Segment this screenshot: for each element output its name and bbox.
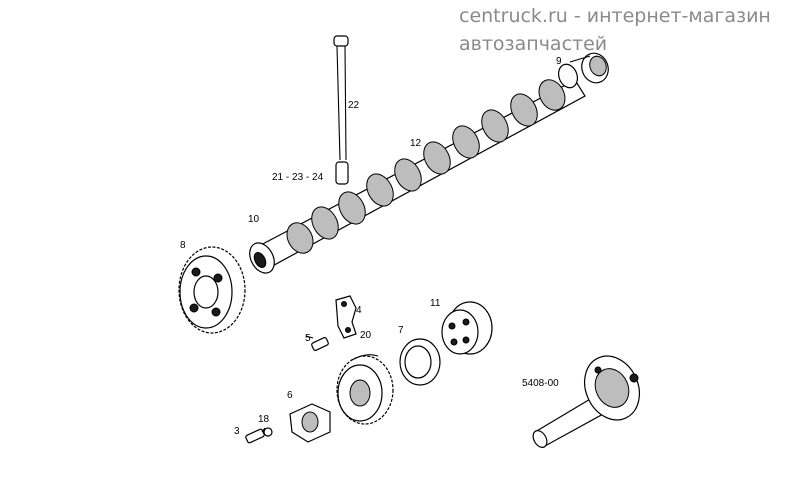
bracket — [335, 295, 357, 339]
label-3: 3 — [234, 426, 240, 437]
leader-lines — [261, 55, 591, 433]
plate-6 — [289, 403, 331, 443]
watermark-line-2: автозапчастей — [459, 33, 608, 55]
label-7: 7 — [398, 325, 404, 336]
label-20: 20 — [360, 330, 372, 341]
hub-11 — [441, 301, 493, 355]
end-plug — [581, 52, 609, 84]
seal-ring — [557, 63, 579, 89]
ring-7 — [399, 338, 441, 386]
camshaft — [249, 79, 586, 274]
camshaft-gear — [178, 246, 246, 334]
label-5: 5 — [305, 333, 311, 344]
label-4: 4 — [356, 305, 362, 316]
label-11: 11 — [430, 298, 441, 309]
bolt-5 — [311, 337, 329, 351]
label-21-23-24: 21 - 23 - 24 — [272, 172, 324, 183]
label-5408-00: 5408-00 — [522, 378, 559, 389]
label-8: 8 — [180, 240, 186, 251]
label-18: 18 — [258, 414, 270, 425]
watermark-line-1: centruck.ru - интернет-магазин — [459, 5, 771, 27]
label-12: 12 — [410, 138, 422, 149]
label-10: 10 — [248, 214, 260, 225]
crank-gear — [336, 354, 394, 425]
crankshaft — [532, 355, 640, 448]
label-9: 9 — [556, 56, 562, 67]
bolt-3 — [245, 428, 265, 444]
push-rod — [333, 35, 349, 185]
washer-18 — [263, 427, 273, 437]
label-22: 22 — [348, 100, 360, 111]
label-6: 6 — [287, 390, 293, 401]
